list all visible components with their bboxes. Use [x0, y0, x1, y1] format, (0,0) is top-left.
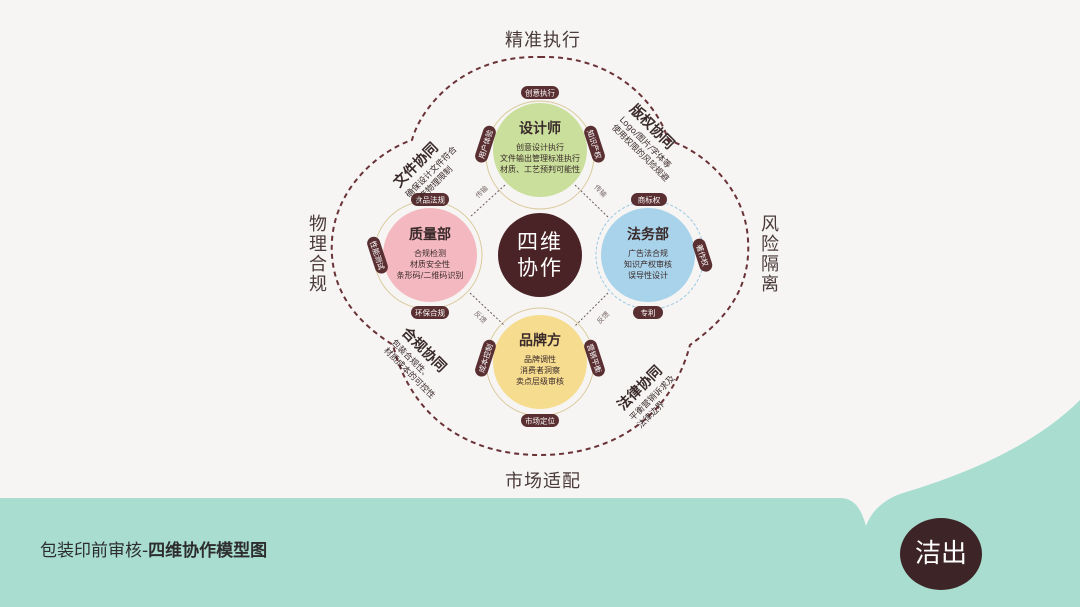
- legal-node: [601, 208, 695, 302]
- pill-eco-comply: 环保合规: [411, 306, 449, 319]
- svg-text:环保合规: 环保合规: [415, 308, 445, 318]
- side-title-top: 精准执行: [505, 30, 581, 51]
- brand-logo-text: 洁出: [914, 539, 967, 569]
- brand-line-2: 消费者洞察: [520, 366, 560, 375]
- footer-band: [0, 400, 1080, 607]
- quality-title: 质量部: [409, 227, 451, 243]
- designer-title: 设计师: [519, 121, 561, 137]
- side-title-bottom: 市场适配: [505, 471, 581, 492]
- footer-caption-prefix: 包装印前审核-: [40, 541, 149, 561]
- center-line-2: 协作: [517, 256, 563, 280]
- arrow-label-bl: 反馈: [472, 309, 488, 325]
- legal-line-1: 广告法合规: [628, 249, 668, 258]
- designer-node: [493, 103, 587, 197]
- legal-text: 法务部 广告法合规 知识产权审核 误导性设计: [598, 224, 698, 281]
- quality-node: [383, 208, 477, 302]
- designer-text: 设计师 创意设计执行 文件输出管理标准执行 材质、工艺预判可能性: [490, 118, 590, 175]
- center-line-1: 四维: [517, 230, 563, 254]
- designer-line-1: 创意设计执行: [516, 143, 564, 152]
- side-title-left: 物理合规: [306, 214, 327, 294]
- svg-text:专利: 专利: [641, 308, 656, 318]
- brand-text: 品牌方 品牌调性 消费者洞察 卖点层级审核: [490, 330, 590, 387]
- legal-line-2: 知识产权审核: [624, 260, 672, 269]
- brand-title: 品牌方: [519, 333, 561, 349]
- designer-line-3: 材质、工艺预判可能性: [500, 165, 580, 174]
- svg-text:食品法规: 食品法规: [415, 195, 445, 205]
- pill-food-law: 食品法规: [411, 193, 449, 206]
- footer-caption-bold: 四维协作模型图: [148, 541, 268, 561]
- brand-logo: 洁出: [900, 518, 982, 590]
- pill-copyright: 著作权: [692, 238, 713, 272]
- pill-trademark: 商标权: [631, 193, 667, 206]
- quality-line-2: 材质安全性: [410, 260, 450, 269]
- quality-line-1: 合规检测: [414, 249, 446, 258]
- center-circle: [498, 213, 582, 297]
- footer-caption: 包装印前审核-四维协作模型图: [40, 536, 267, 561]
- quality-line-3: 条形码/二维码识别: [396, 271, 464, 280]
- brand-line-1: 品牌调性: [524, 355, 556, 364]
- legal-line-3: 误导性设计: [628, 271, 668, 280]
- pill-market-position: 市场定位: [521, 414, 559, 427]
- svg-text:市场定位: 市场定位: [525, 416, 555, 426]
- brand-node: [493, 315, 587, 409]
- svg-text:创意执行: 创意执行: [525, 88, 555, 98]
- svg-text:商标权: 商标权: [638, 195, 661, 205]
- quality-text: 质量部 合规检测 材质安全性 条形码/二维码识别: [380, 224, 480, 281]
- designer-line-2: 文件输出管理标准执行: [500, 154, 580, 163]
- pill-creative-exec: 创意执行: [521, 86, 559, 99]
- brand-line-3: 卖点层级审核: [516, 377, 564, 386]
- arrow-label-br: 反馈: [595, 309, 611, 325]
- arrow-label-tr: 传输: [592, 183, 608, 199]
- arrow-bl: [469, 292, 506, 327]
- center-label: 四维 协作: [500, 229, 580, 281]
- arrow-label-tl: 传输: [474, 184, 490, 200]
- legal-title: 法务部: [627, 227, 669, 243]
- side-title-right: 风险隔离: [758, 214, 779, 294]
- pill-patent: 专利: [633, 306, 663, 319]
